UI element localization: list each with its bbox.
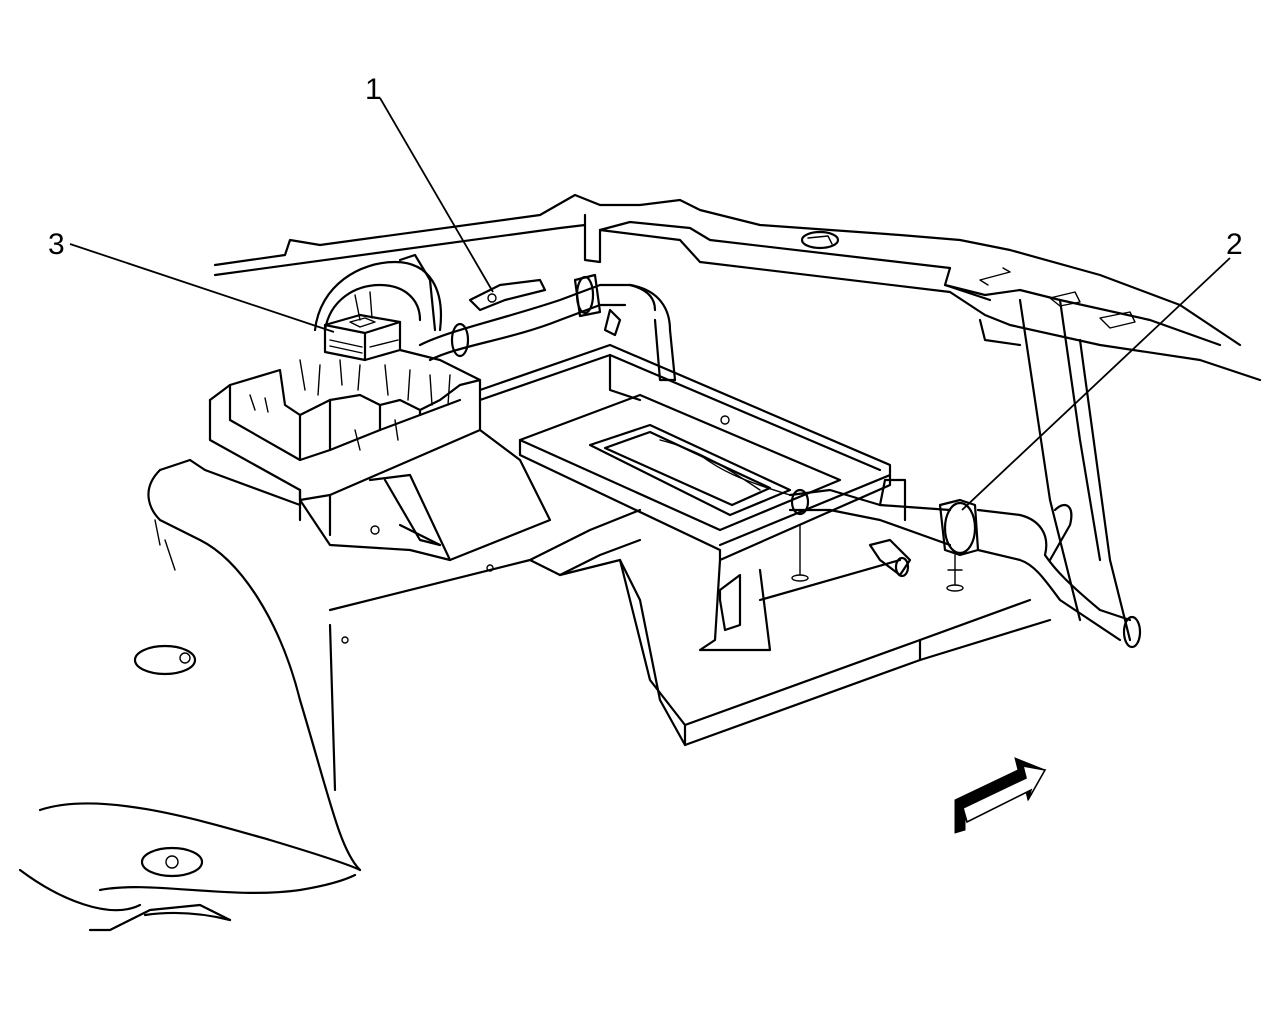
evaporator-case (478, 343, 892, 652)
mounting-bracket (298, 428, 552, 562)
fuse-block-tray (208, 348, 482, 537)
heater-hose-assembly (418, 273, 677, 382)
forward-arrow-icon (954, 757, 1047, 834)
relay-center (323, 313, 402, 362)
pillar-strut (1018, 298, 1132, 642)
callout-label-1: 1 (365, 73, 382, 106)
callout-label-3: 3 (48, 228, 65, 261)
cowl-panel (213, 193, 1262, 382)
leader-line-3 (69, 243, 335, 333)
callout-label-2: 2 (1226, 228, 1243, 261)
inner-fender (18, 458, 362, 932)
leader-line-2 (961, 257, 1231, 511)
leader-line-1 (379, 97, 494, 293)
floor-pan (328, 508, 1052, 792)
blower-housing (313, 253, 442, 332)
drain-hose-assembly (788, 478, 1142, 649)
